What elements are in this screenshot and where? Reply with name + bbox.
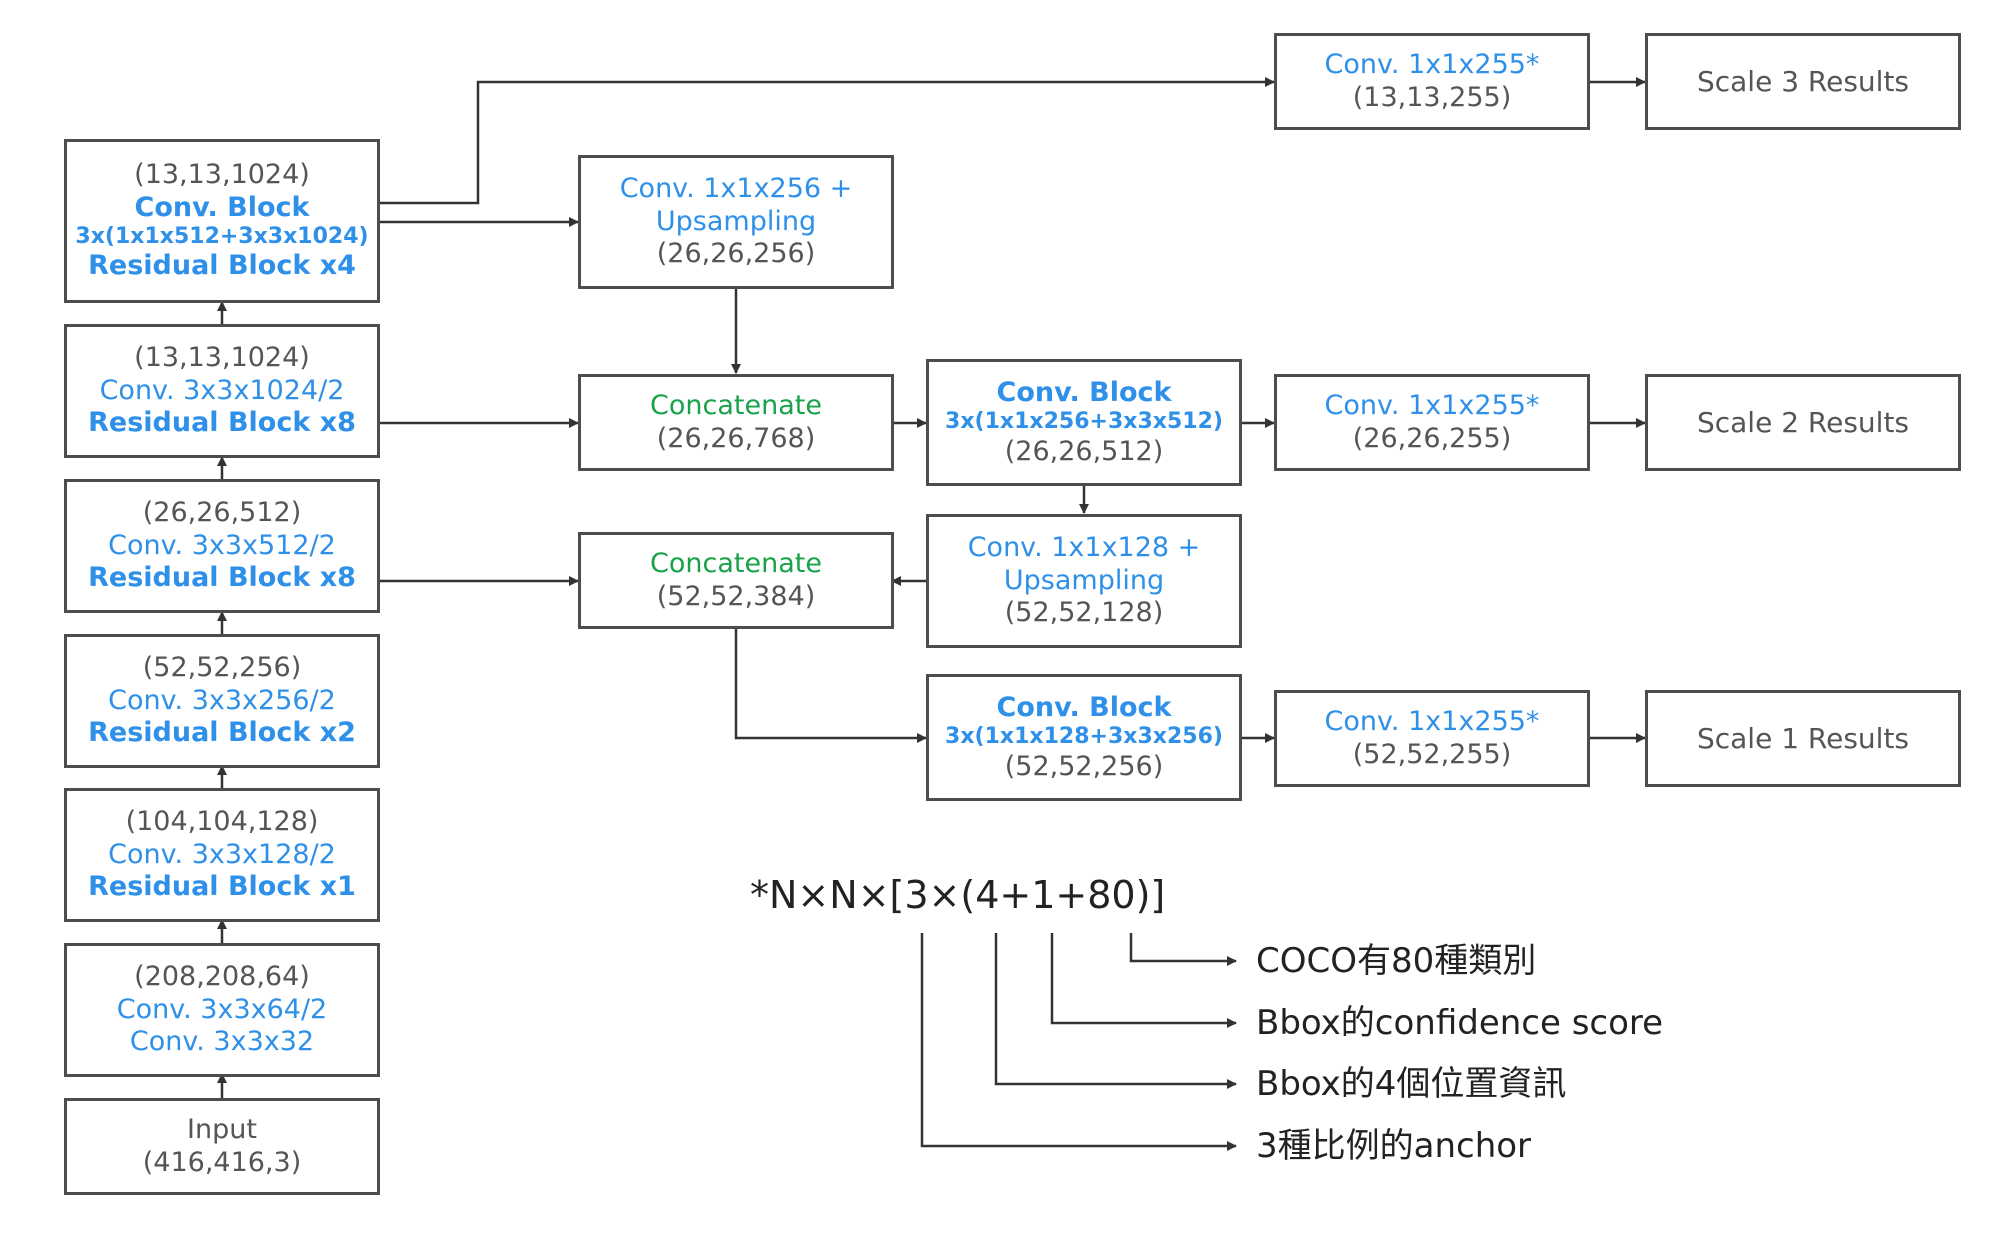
upsample128-box: Conv. 1x1x128 + Upsampling (52,52,128) [926, 514, 1242, 648]
convblock512-shape: (26,26,512) [1004, 435, 1164, 467]
concat384-label: Concatenate [650, 548, 822, 580]
stage6-box: (13,13,1024) Conv. Block 3x(1x1x512+3x3x… [64, 139, 380, 303]
concat384-shape: (52,52,384) [656, 580, 816, 612]
stage1-conv: Conv. 3x3x32 [129, 1026, 315, 1058]
scale1-shape: (52,52,255) [1352, 738, 1512, 770]
convblock256-spec: 3x(1x1x128+3x3x256) [945, 724, 1223, 750]
convblock512-box: Conv. Block 3x(1x1x256+3x3x512) (26,26,5… [926, 359, 1242, 486]
scale1-conv: Conv. 1x1x255* [1324, 706, 1540, 738]
stage1-shape: (208,208,64) [134, 961, 310, 993]
convblock512-title: Conv. Block [996, 376, 1172, 408]
upsample128-upsampling: Upsampling [1003, 564, 1165, 596]
stage5-shape: (13,13,1024) [134, 342, 310, 374]
scale2-conv: Conv. 1x1x255* [1324, 390, 1540, 422]
scale3-conv-box: Conv. 1x1x255* (13,13,255) [1274, 33, 1590, 130]
stage3-shape: (52,52,256) [142, 652, 302, 684]
stage5-box: (13,13,1024) Conv. 3x3x1024/2 Residual B… [64, 324, 380, 458]
scale3-result-box: Scale 3 Results [1645, 33, 1961, 130]
stage2-box: (104,104,128) Conv. 3x3x128/2 Residual B… [64, 788, 380, 922]
upsample256-conv: Conv. 1x1x256 + [619, 173, 853, 205]
scale1-conv-box: Conv. 1x1x255* (52,52,255) [1274, 690, 1590, 787]
scale2-shape: (26,26,255) [1352, 422, 1512, 454]
scale2-conv-box: Conv. 1x1x255* (26,26,255) [1274, 374, 1590, 471]
stage4-shape: (26,26,512) [142, 497, 302, 529]
stage3-conv: Conv. 3x3x256/2 [108, 684, 336, 716]
stage6-block-spec: 3x(1x1x512+3x3x1024) [75, 224, 369, 249]
convblock512-spec: 3x(1x1x256+3x3x512) [945, 409, 1223, 435]
stage5-conv: Conv. 3x3x1024/2 [99, 374, 345, 406]
input-label: Input [187, 1114, 257, 1146]
scale3-conv: Conv. 1x1x255* [1324, 49, 1540, 81]
stage6-block-title: Conv. Block [134, 191, 310, 223]
upsample256-upsampling: Upsampling [655, 205, 817, 237]
input-box: Input (416,416,3) [64, 1098, 380, 1195]
concat384-box: Concatenate (52,52,384) [578, 532, 894, 629]
convblock256-box: Conv. Block 3x(1x1x128+3x3x256) (52,52,2… [926, 674, 1242, 801]
leader-position [994, 933, 1237, 1089]
upsample128-shape: (52,52,128) [1004, 597, 1164, 629]
stage1-box: (208,208,64) Conv. 3x3x64/2 Conv. 3x3x32 [64, 943, 380, 1077]
concat768-label: Concatenate [650, 390, 822, 422]
scale3-result: Scale 3 Results [1696, 64, 1910, 98]
arrow-stage6-to-scale3-conv [357, 77, 1275, 205]
upsample256-box: Conv. 1x1x256 + Upsampling (26,26,256) [578, 155, 894, 289]
note-anchor: 3種比例的anchor [1256, 1126, 1532, 1166]
stage5-residual: Residual Block x8 [88, 407, 356, 439]
concat768-box: Concatenate (26,26,768) [578, 374, 894, 471]
stage4-conv: Conv. 3x3x512/2 [108, 529, 336, 561]
stage3-residual: Residual Block x2 [88, 717, 356, 749]
scale2-result-box: Scale 2 Results [1645, 374, 1961, 471]
stage2-conv: Conv. 3x3x128/2 [108, 838, 336, 870]
arrow-concat384-to-convblock256 [734, 628, 927, 743]
note-classes: COCO有80種類別 [1256, 941, 1537, 981]
leader-confidence [1050, 933, 1237, 1028]
input-shape: (416,416,3) [142, 1146, 302, 1178]
stage3-box: (52,52,256) Conv. 3x3x256/2 Residual Blo… [64, 634, 380, 768]
upsample128-conv: Conv. 1x1x128 + [967, 532, 1201, 564]
note-confidence: Bbox的confidence score [1256, 1003, 1664, 1043]
convblock256-title: Conv. Block [996, 691, 1172, 723]
stage4-box: (26,26,512) Conv. 3x3x512/2 Residual Blo… [64, 479, 380, 613]
concat768-shape: (26,26,768) [656, 422, 816, 454]
output-formula: *N×N×[3×(4+1+80)] [750, 873, 1166, 917]
note-position: Bbox的4個位置資訊 [1256, 1064, 1567, 1104]
leader-classes [1129, 933, 1237, 966]
stage1-conv-stride: Conv. 3x3x64/2 [116, 993, 328, 1025]
scale1-result: Scale 1 Results [1696, 721, 1910, 755]
scale2-result: Scale 2 Results [1696, 405, 1910, 439]
upsample256-shape: (26,26,256) [656, 238, 816, 270]
leader-anchor [920, 933, 1237, 1151]
scale1-result-box: Scale 1 Results [1645, 690, 1961, 787]
stage4-residual: Residual Block x8 [88, 562, 356, 594]
scale3-shape: (13,13,255) [1352, 81, 1512, 113]
stage2-residual: Residual Block x1 [88, 871, 356, 903]
stage6-shape: (13,13,1024) [134, 159, 310, 191]
stage2-shape: (104,104,128) [125, 806, 319, 838]
convblock256-shape: (52,52,256) [1004, 750, 1164, 782]
stage6-residual: Residual Block x4 [88, 250, 356, 282]
